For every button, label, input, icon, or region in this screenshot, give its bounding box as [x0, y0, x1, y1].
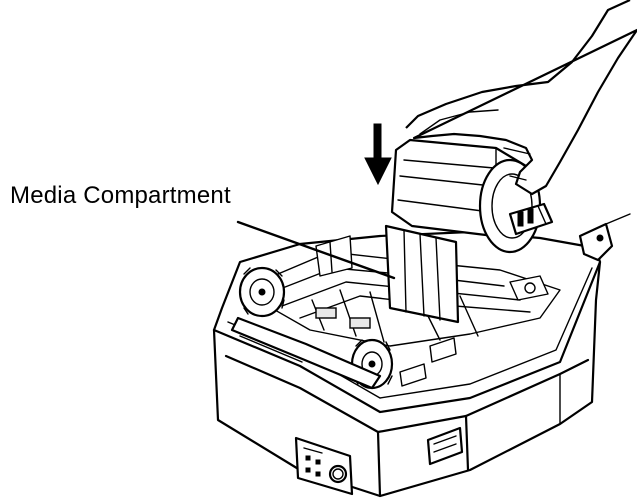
arrow-down-icon — [364, 123, 392, 186]
media-holder-left — [238, 266, 286, 318]
media-compartment-label: Media Compartment — [10, 182, 231, 209]
rear-connector — [426, 426, 464, 466]
hand — [405, 0, 637, 196]
cover-hinge — [578, 213, 631, 262]
media-spindle — [508, 202, 554, 236]
control-panel — [294, 436, 354, 496]
callout-leader-line — [236, 220, 396, 280]
